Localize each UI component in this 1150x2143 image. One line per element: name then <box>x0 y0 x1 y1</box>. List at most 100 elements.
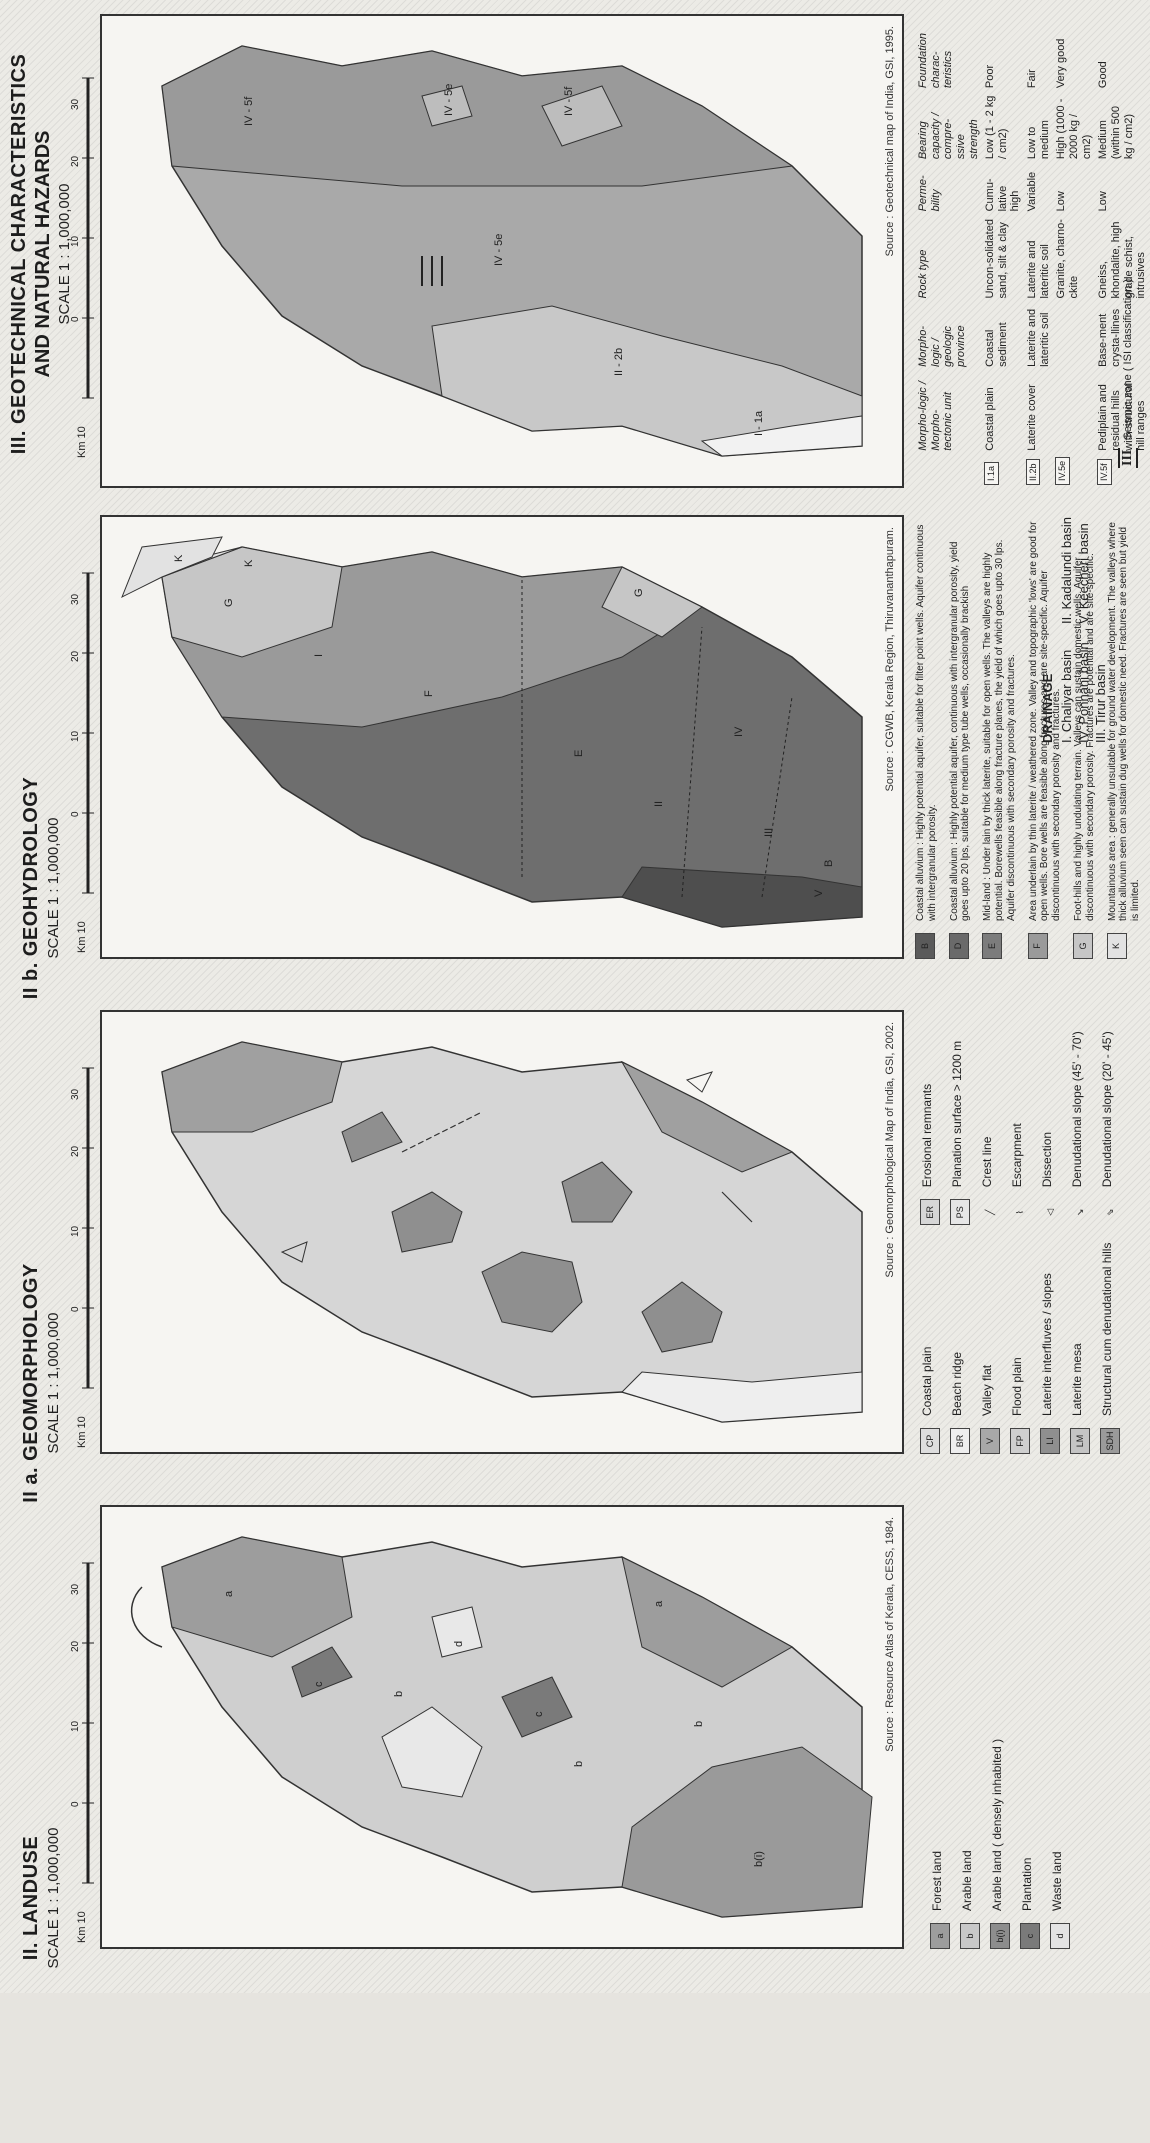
legend-label: Structural cum denudational hills <box>1100 1242 1114 1416</box>
symbol-label: Denudational slope (45' - 70') <box>1070 1031 1084 1188</box>
scale-text-geohydrology: SCALE 1 : 1,000,000 <box>45 817 62 959</box>
legend-swatch: CP <box>920 1428 940 1454</box>
map-zone-label: IV <box>733 726 745 737</box>
legend-label: Planation surface > 1200 m <box>950 1040 964 1188</box>
legend-swatch: D <box>948 933 969 959</box>
scale-bar-geomorphology: Km 10 0 10 20 30 <box>70 1058 100 1448</box>
scale-tick-label: 0 <box>70 316 81 322</box>
symbol-icon: ◁ <box>1044 1208 1055 1216</box>
map-zone-label: II <box>653 801 665 807</box>
drainage-title: DRAINAGE <box>1040 673 1055 743</box>
legend-swatch: G <box>1072 933 1093 959</box>
scale-bar-geohydrology: Km 10 0 10 20 30 <box>70 563 100 953</box>
scale-tick-label: 30 <box>70 98 81 110</box>
legend-label: Arable land <box>960 1850 974 1911</box>
symbol-legend-item: ↘ Denudational slope (45' - 70') <box>1070 1014 1090 1225</box>
scale-bar-left-label: Km 10 <box>76 1416 88 1448</box>
legend-label: Flood plain <box>1010 1357 1024 1416</box>
legend-label: Erosional remnants <box>920 1083 934 1188</box>
symbol-icon: ╱ <box>984 1209 995 1216</box>
scale-tick-label: 30 <box>70 1583 81 1595</box>
map-zone-label: II - 2b <box>613 348 625 376</box>
map-zone-label: b <box>573 1761 585 1767</box>
legend-label: Forest land <box>930 1850 944 1911</box>
drainage-basin-label: II. Kadalundi basin <box>1059 517 1074 624</box>
legend-swatch: BR <box>950 1428 970 1454</box>
scale-tick-label: 20 <box>70 155 81 167</box>
table-header-cell: Rock type <box>917 249 929 299</box>
landuse-panel: II. LANDUSE SCALE 1 : 1,000,000 Km 10 0 … <box>0 1503 1150 1993</box>
map-zone-label: III <box>763 828 775 837</box>
legend-swatch: PS <box>950 1199 970 1226</box>
atlas-sheet: II. LANDUSE SCALE 1 : 1,000,000 Km 10 0 … <box>0 0 1150 1993</box>
legend-swatch: V <box>980 1428 1000 1454</box>
map-zone-label: b(i) <box>753 1851 765 1867</box>
geomorphology-panel: II a. GEOMORPHOLOGY SCALE 1 : 1,000,000 … <box>0 1008 1150 1503</box>
legend-label: Mountainous area : generally unsuitable … <box>1106 522 1142 921</box>
table-cell: Granite, charno-ckite <box>1055 219 1081 299</box>
scale-tick-label: 10 <box>70 730 81 742</box>
table-header-cell <box>915 454 982 488</box>
source-landuse: Source : Resource Atlas of Kerala, CESS,… <box>884 1517 896 1752</box>
scale-bar-landuse: Km 10 0 10 20 30 <box>70 1553 100 1943</box>
table-cell: Laterite cover <box>1026 384 1039 451</box>
legend-swatch: FP <box>1010 1428 1030 1454</box>
table-cell: Very good <box>1055 38 1068 89</box>
table-cell: Cumu-lative high <box>984 178 1022 212</box>
geohydrology-panel: II b. GEOHYDROLOGY SCALE 1 : 1,000,000 K… <box>0 513 1150 1003</box>
map-zone-label: IV - 5f <box>563 86 575 116</box>
legend-swatch: c <box>1020 1923 1040 1949</box>
symbol-label: Escarpment <box>1010 1123 1024 1188</box>
legend-label: Valley flat <box>980 1364 994 1416</box>
table-cell: Laterite and lateritic soil <box>1026 240 1051 299</box>
table-cell: II.2b <box>1024 454 1053 488</box>
map-zone-label: a <box>223 1590 235 1597</box>
table-cell: Low (1 - 2 kg / cm2) <box>984 95 1009 160</box>
legend-label: Beach ridge <box>950 1351 964 1416</box>
scale-tick-label: 20 <box>70 1640 81 1652</box>
table-cell: Variable <box>1026 171 1039 212</box>
scale-text-landuse: SCALE 1 : 1,000,000 <box>45 1827 62 1969</box>
scale-tick-label: 20 <box>70 1145 81 1157</box>
legend-swatch: SDH <box>1100 1428 1120 1454</box>
legend-swatch: LI <box>1040 1428 1060 1454</box>
scale-tick-label: 0 <box>70 811 81 817</box>
page-title-geotechnical: III. GEOTECHNICAL CHARACTERISTICS <box>8 53 30 455</box>
legend-item: FP Flood plain <box>1010 1225 1030 1454</box>
table-cell <box>1053 302 1095 370</box>
legend-swatch: F <box>1027 933 1048 959</box>
legend-label: Coastal alluvium : Highly potential aqui… <box>915 524 938 921</box>
map-zone-label: b <box>393 1691 405 1697</box>
symbol-icon: ↘ <box>1074 1208 1085 1217</box>
seismic-zone-marker <box>421 256 443 286</box>
scale-tick-label: 10 <box>70 1720 81 1732</box>
table-cell: Coastal plain <box>984 387 997 451</box>
symbol-icon: ⇘ <box>1104 1208 1115 1217</box>
drainage-legend: DRAINAGE I. Chaliyar basin II. Kadalundi… <box>1040 513 1108 743</box>
map-zone-label: b <box>693 1721 705 1727</box>
map-zone-label: G <box>633 588 645 597</box>
map-zone-label: I <box>313 654 325 657</box>
map-zone-label: c <box>313 1681 325 1687</box>
seismic-label: Seismic zone ( ISI classification ) <box>1122 278 1134 440</box>
legend-label: Arable land ( densely inhabited ) <box>990 1738 1004 1911</box>
legend-swatch: E <box>982 933 1003 959</box>
map-zone-label: B <box>823 860 835 867</box>
table-cell: High (1000 - 2000 kg / cm2) <box>1055 98 1093 160</box>
table-cell: Fair <box>1026 69 1039 89</box>
geotechnical-panel: III. GEOTECHNICAL CHARACTERISTICS AND NA… <box>0 0 1150 508</box>
table-cell: Uncon-solidated sand, silt & clay <box>984 219 1009 299</box>
legend-swatch: LM <box>1070 1428 1090 1454</box>
symbol-legend-item: ⇘Denudational slope (20' - 45') <box>1100 1014 1120 1225</box>
drainage-basin-label: III. Tirur basin <box>1093 664 1108 743</box>
table-cell: Low <box>1097 191 1110 212</box>
scale-bar-geotechnical: Km 10 0 10 20 30 <box>70 68 100 458</box>
